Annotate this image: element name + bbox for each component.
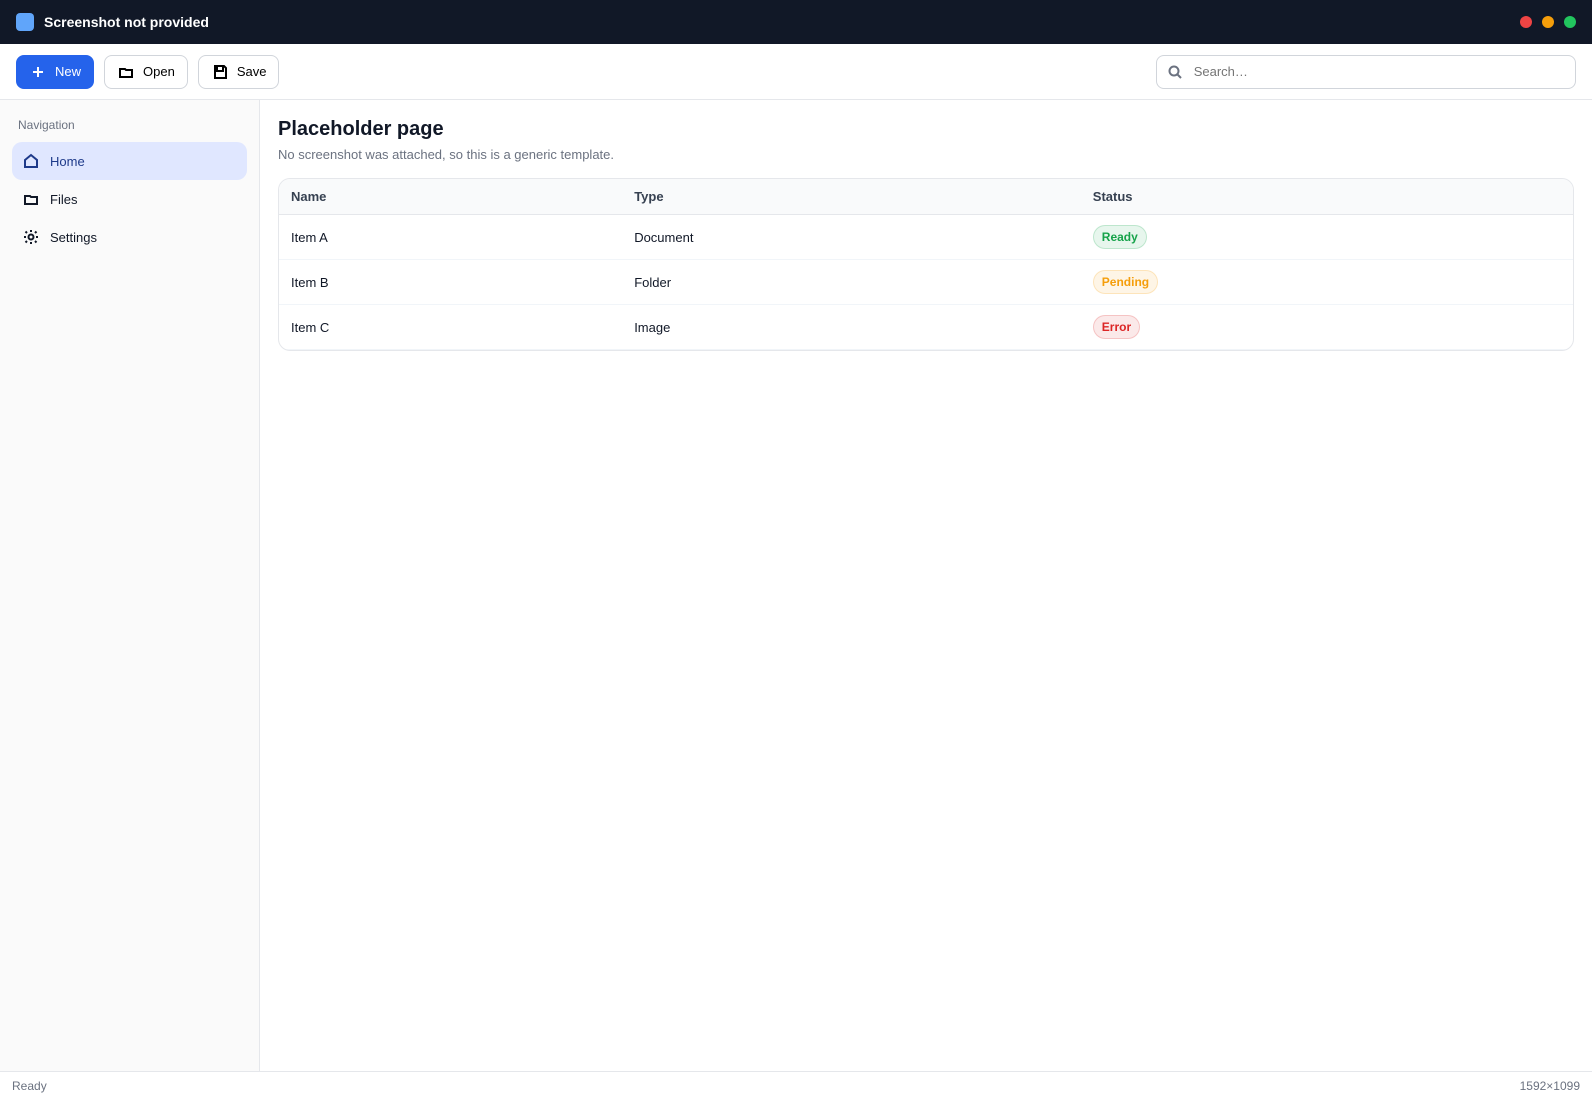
save-button-label: Save xyxy=(236,64,267,79)
table-header-cell: Type xyxy=(622,179,1081,215)
status-right: 1592×1099 xyxy=(1519,1078,1580,1093)
search-box[interactable] xyxy=(1156,54,1576,89)
status-badge: Ready xyxy=(1092,225,1147,249)
sidebar-item-settings[interactable]: Settings xyxy=(12,218,247,256)
table-header-row: Name Type Status xyxy=(279,179,1573,215)
toolbar: New Open Save xyxy=(0,44,1592,100)
window-title: Screenshot not provided xyxy=(44,14,209,30)
open-button[interactable]: Open xyxy=(104,54,188,89)
status-bar: Ready 1592×1099 xyxy=(0,1071,1592,1099)
table-cell: Item C xyxy=(279,304,623,350)
page-subtitle: No screenshot was attached, so this is a… xyxy=(278,147,615,162)
sidebar-item-label: Home xyxy=(50,153,85,169)
table-header-cell: Name xyxy=(279,179,623,215)
table-card: Name Type Status Item A Document Ready xyxy=(278,178,1574,351)
sidebar-item-label: Files xyxy=(50,191,78,207)
table-cell: Ready xyxy=(1080,214,1573,260)
new-button[interactable]: New xyxy=(16,54,95,89)
table-header: Name Type Status xyxy=(279,179,1573,215)
table-row[interactable]: Item A Document Ready xyxy=(279,214,1573,260)
save-icon xyxy=(211,63,229,81)
status-badge: Pending xyxy=(1092,270,1159,294)
table-body: Item A Document Ready Item B Folder Pend… xyxy=(279,214,1573,350)
maximize-window-button[interactable] xyxy=(1564,16,1576,28)
home-icon xyxy=(22,152,40,170)
table-cell: Folder xyxy=(622,259,1081,305)
close-window-button[interactable] xyxy=(1520,16,1532,28)
table-cell: Document xyxy=(622,214,1081,260)
sidebar-item-home[interactable]: Home xyxy=(12,142,247,180)
sidebar-item-label: Settings xyxy=(50,229,97,245)
folder-icon xyxy=(22,190,40,208)
window-controls xyxy=(1520,16,1576,28)
plus-icon xyxy=(29,63,47,81)
sidebar-header: Navigation xyxy=(18,118,75,132)
main: Placeholder page No screenshot was attac… xyxy=(260,100,1592,1071)
search-input[interactable] xyxy=(1191,63,1565,80)
sidebar-item-files[interactable]: Files xyxy=(12,180,247,218)
table-row[interactable]: Item B Folder Pending xyxy=(279,259,1573,305)
table-cell: Error xyxy=(1080,304,1573,350)
new-button-label: New xyxy=(55,64,82,79)
table-cell: Item A xyxy=(279,214,623,260)
data-table: Name Type Status Item A Document Ready xyxy=(279,179,1573,350)
table-header-cell: Status xyxy=(1080,179,1573,215)
minimize-window-button[interactable] xyxy=(1542,16,1554,28)
app-icon xyxy=(16,13,34,31)
folder-icon xyxy=(117,63,135,81)
table-cell: Pending xyxy=(1080,259,1573,305)
title-left: Screenshot not provided xyxy=(16,13,209,31)
gear-icon xyxy=(22,228,40,246)
title-bar: Screenshot not provided xyxy=(0,0,1592,44)
search-icon xyxy=(1167,63,1184,81)
sidebar: Navigation Home Files Settings xyxy=(0,100,260,1071)
content: Navigation Home Files Settings xyxy=(0,100,1592,1071)
table-cell: Item B xyxy=(279,259,623,305)
table-cell: Image xyxy=(622,304,1081,350)
table-row[interactable]: Item C Image Error xyxy=(279,304,1573,350)
save-button[interactable]: Save xyxy=(197,54,280,89)
page-title: Placeholder page xyxy=(278,118,444,140)
status-badge: Error xyxy=(1092,315,1141,339)
open-button-label: Open xyxy=(143,64,175,79)
status-left: Ready xyxy=(12,1078,47,1093)
